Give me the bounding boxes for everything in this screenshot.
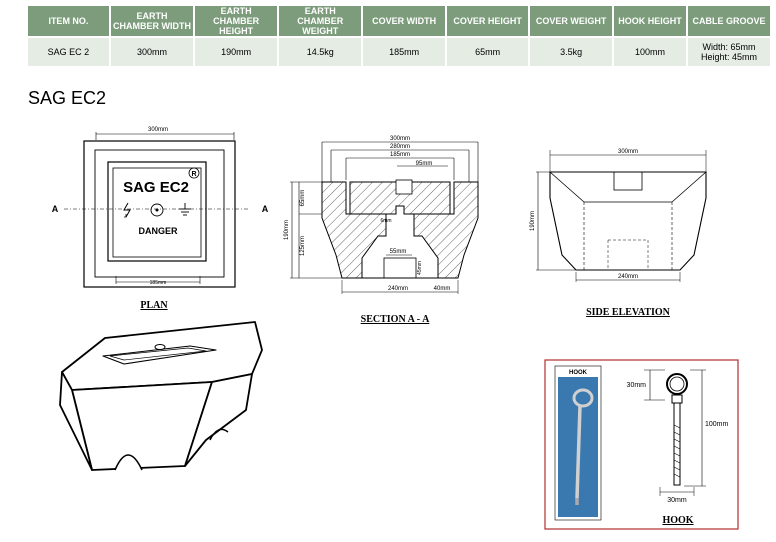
cell-cable-groove: Width: 65mm Height: 45mm [688,38,770,66]
header-cover-height: COVER HEIGHT [446,6,529,36]
section-caption: SECTION A - A [361,314,430,325]
cell-cover-height: 65mm [446,38,529,66]
section-95-label: 95mm [416,161,433,167]
plan-view: 300mm SAG EC2 R DANGER A A 185mm PLAN [52,127,269,311]
header-cover-width: COVER WIDTH [363,6,445,36]
section-190-label: 190mm [284,220,290,240]
header-chamber-weight: EARTH CHAMBER WEIGHT [279,6,362,36]
hook-photo-icon [572,388,594,505]
hook-drawing [666,373,688,486]
section-40-label: 40mm [434,286,451,292]
isometric-view [59,321,263,471]
header-cover-weight: COVER WEIGHT [530,6,612,36]
section-mark-right: A [262,204,269,214]
cell-item-no: SAG EC 2 [28,38,109,66]
section-280-label: 280mm [390,144,410,150]
header-chamber-width: EARTH CHAMBER WIDTH [110,6,194,36]
spec-data-row: SAG EC 2 300mm 190mm 14.5kg 185mm 65mm 3… [28,38,770,66]
hook-panel: HOOK 30mm 100mm [544,359,739,530]
header-chamber-height: EARTH CHAMBER HEIGHT [195,6,278,36]
product-title: SAG EC2 [28,88,107,108]
section-6-label: 6mm [380,218,391,224]
hook-100-label: 100mm [705,421,729,428]
cell-cover-weight: 3.5kg [530,38,612,66]
header-cable-groove: CABLE GROOVE [688,6,770,36]
plan-danger: DANGER [138,226,178,236]
side-caption: SIDE ELEVATION [586,307,671,318]
section-55-label: 55mm [390,249,407,255]
cell-chamber-height: 190mm [195,38,278,66]
hook-30-top-label: 30mm [627,382,647,389]
section-125-label: 125mm [300,236,306,256]
section-240-label: 240mm [388,286,408,292]
section-185-label: 185mm [390,152,410,158]
spec-table: ITEM NO. EARTH CHAMBER WIDTH EARTH CHAMB… [26,6,772,66]
cell-hook-height: 100mm [614,38,687,66]
plan-width-label: 300mm [148,127,168,133]
section-45-label: 45mm [417,261,423,275]
side-300-label: 300mm [618,149,638,155]
hook-30-bottom-label: 30mm [667,497,687,504]
cell-cover-width: 185mm [363,38,445,66]
cell-chamber-width: 300mm [110,38,194,66]
plan-caption: PLAN [140,300,168,311]
plan-cover-label: 185mm [150,280,167,286]
side-240-label: 240mm [618,274,638,280]
section-view: 300mm 280mm 185mm 95mm 6mm 55mm 45mm 190… [284,136,479,325]
section-65-label: 65mm [300,190,306,207]
cell-chamber-weight: 14.5kg [279,38,362,66]
header-item-no: ITEM NO. [28,6,109,36]
plan-brand: SAG EC2 [123,179,189,196]
hook-caption: HOOK [662,515,693,526]
section-mark-left: A [52,204,59,214]
side-190-label: 190mm [530,211,536,231]
section-300-label: 300mm [390,136,410,142]
lightning-icon [123,202,131,218]
header-hook-height: HOOK HEIGHT [614,6,687,36]
lift-hole-icon [150,203,164,217]
registered-mark [188,167,200,179]
hook-photo-label: HOOK [569,370,588,376]
registered-letter: R [191,171,196,178]
side-elevation-view: 300mm 190mm 240mm SIDE ELEVATION [530,149,707,318]
spec-header-row: ITEM NO. EARTH CHAMBER WIDTH EARTH CHAMB… [28,6,770,36]
